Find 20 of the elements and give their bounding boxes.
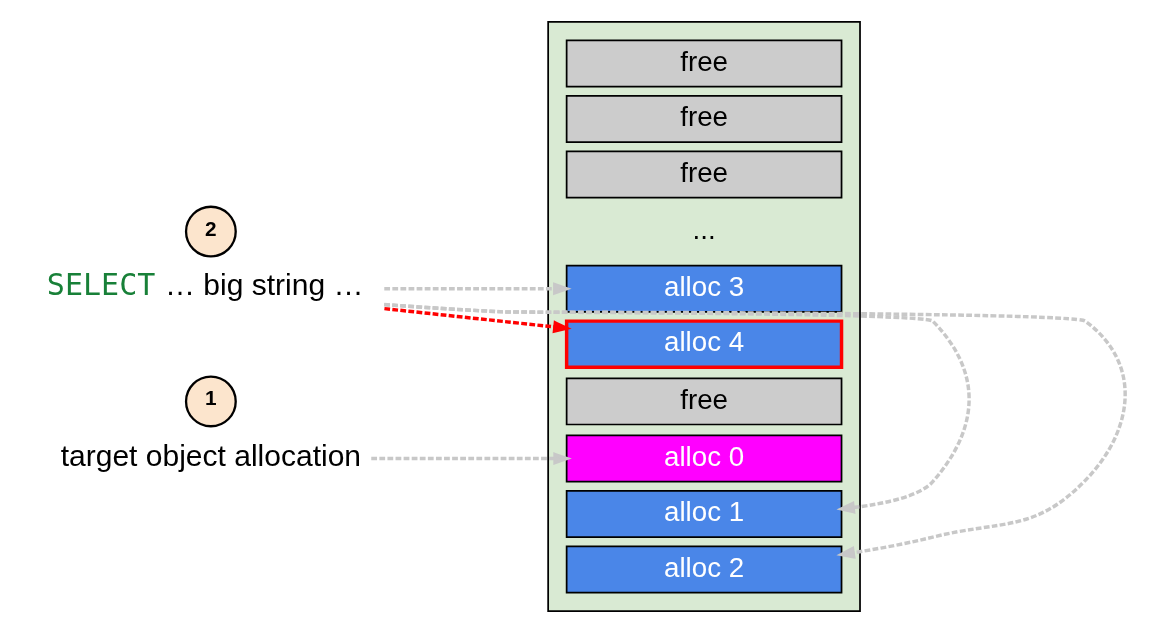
arrow: [371, 452, 572, 466]
node-box: free: [565, 95, 843, 143]
node-text: target object allocation: [60, 438, 362, 472]
node-text: SELECT … big string …: [46, 266, 364, 302]
node-circle: 2: [184, 205, 237, 258]
node-box: alloc 2: [565, 545, 843, 594]
node-box: alloc 1: [565, 490, 843, 538]
node-box: free: [565, 377, 843, 426]
node-box: alloc 4: [564, 319, 844, 370]
label: ...: [692, 213, 716, 245]
node-box: alloc 0: [565, 434, 843, 483]
arrow: [384, 282, 572, 296]
node-box: free: [565, 39, 843, 88]
node-circle: 1: [184, 375, 237, 428]
node-box: free: [565, 150, 843, 199]
cluster: [547, 21, 861, 612]
arrow: [384, 302, 971, 514]
node-box: alloc 3: [565, 264, 843, 313]
arrow: [384, 302, 1127, 559]
arrow: [384, 306, 572, 334]
